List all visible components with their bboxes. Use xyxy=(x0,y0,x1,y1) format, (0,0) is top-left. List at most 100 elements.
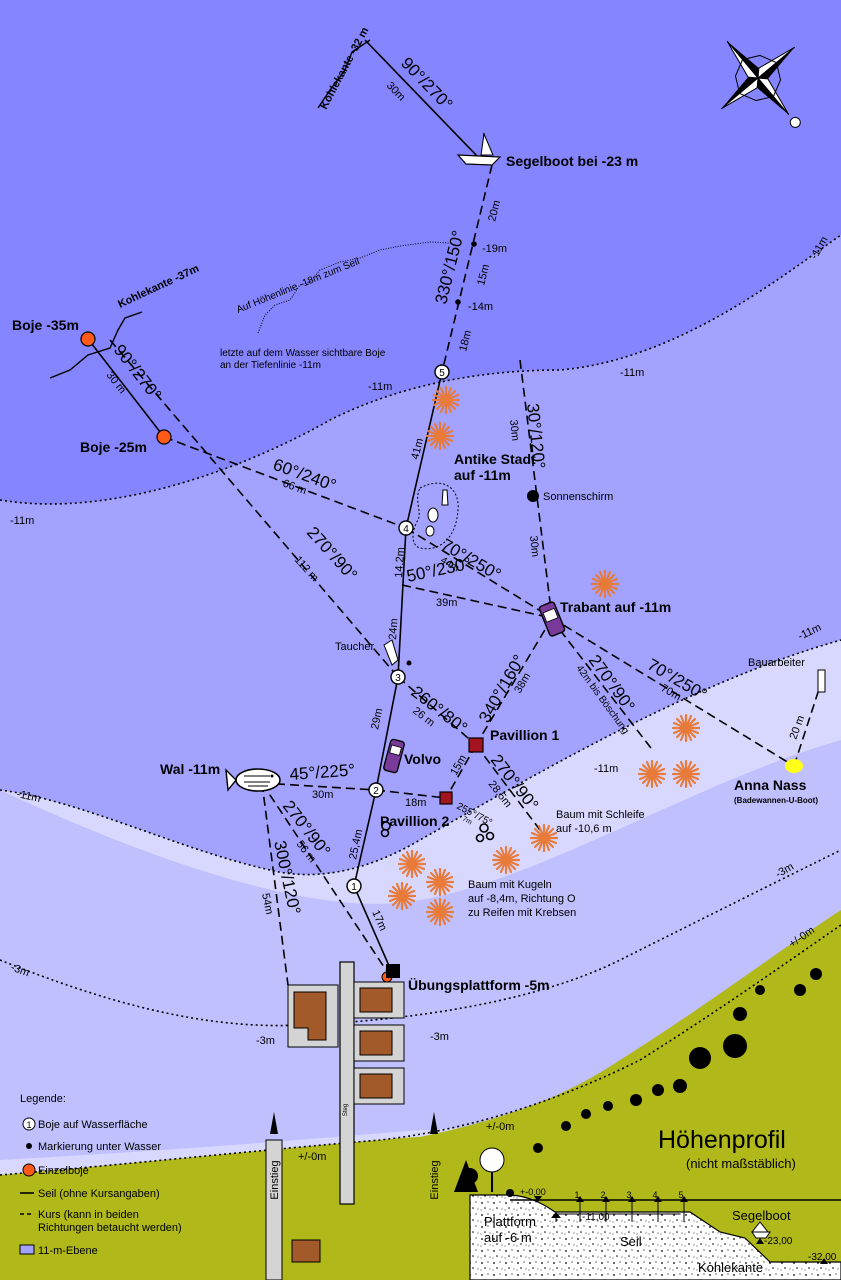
stadt-ruin xyxy=(427,507,439,523)
svg-text:3: 3 xyxy=(395,673,401,684)
depth-label: -11m xyxy=(620,367,644,379)
segelboot-label: Segelboot bei -23 m xyxy=(506,153,638,169)
buoy-3: 3 xyxy=(390,669,406,685)
rope-segelboot-to-kohlekante xyxy=(364,39,479,158)
legend-level: 11-m-Ebene xyxy=(38,1245,98,1257)
course-wal-to-platform xyxy=(261,782,387,971)
anna-nass-submarine-icon xyxy=(785,759,803,773)
svg-text:5: 5 xyxy=(678,1190,683,1200)
tree-icon xyxy=(479,1147,505,1192)
coal-edge-37 xyxy=(49,311,143,379)
depth-label: -11m xyxy=(368,381,392,393)
buoy-4: 4 xyxy=(398,520,414,536)
coral-tree xyxy=(431,385,461,415)
course-anna-to-bauarbeiter xyxy=(793,679,823,767)
depth-label: -11m xyxy=(15,788,41,805)
tire-icons xyxy=(380,821,495,843)
dist-14-2m: 14,2m xyxy=(393,547,407,578)
taucher-label: Taucher xyxy=(335,641,374,653)
contour-11m-lower xyxy=(0,639,841,876)
coral-tree xyxy=(425,897,455,927)
legend-course2: Richtungen betaucht werden) xyxy=(38,1222,182,1234)
svg-text:1: 1 xyxy=(26,1120,31,1130)
dist-41m: 41m xyxy=(409,437,426,461)
legend-marker: Markierung unter Wasser xyxy=(38,1141,161,1153)
profile-plattform-2: auf -6 m xyxy=(484,1230,532,1245)
marker-14-label: -14m xyxy=(468,301,493,313)
einstieg-right-label: Einstieg xyxy=(429,1160,441,1199)
coral-tree xyxy=(529,823,559,853)
dist-7m: 7m xyxy=(461,816,473,827)
pavillion2-label: Pavillion 2 xyxy=(380,813,449,829)
profile-m11: -11,00 xyxy=(582,1212,610,1223)
height-profile xyxy=(510,1196,841,1264)
profile-title: Höhenprofil xyxy=(658,1126,786,1154)
profile-gravel xyxy=(469,1194,841,1280)
svg-text:2: 2 xyxy=(373,786,379,797)
course-boje35-to-3 xyxy=(109,339,399,678)
course-4-to-trabant xyxy=(405,527,553,619)
course-39-to-trabant xyxy=(401,584,553,619)
coral-tree xyxy=(425,421,455,451)
depth-label: +/-0m xyxy=(486,1121,514,1133)
coral-tree xyxy=(425,867,455,897)
buoy-1: 1 xyxy=(346,878,362,894)
depth-label: -3m xyxy=(256,1035,275,1047)
construction-worker-icon xyxy=(817,669,826,693)
steg-label: Steg xyxy=(343,1104,349,1116)
ropes xyxy=(87,39,479,969)
course-trabant-to-boeschung xyxy=(559,629,655,753)
svg-text:4: 4 xyxy=(652,1190,657,1200)
legend-buoy: Boje auf Wasserfläche xyxy=(38,1119,148,1131)
coral-tree xyxy=(590,569,620,599)
volvo-car-icon xyxy=(383,738,405,774)
trabant-car-icon xyxy=(538,601,566,637)
legend-single: Einzelboje xyxy=(38,1165,89,1177)
boje25-label: Boje -25m xyxy=(80,439,147,455)
pavillion1-label: Pavillion 1 xyxy=(490,727,559,743)
einstieg-right xyxy=(430,1112,438,1134)
einstieg-left xyxy=(265,1112,321,1280)
height-line-18m xyxy=(257,241,451,334)
pavillion2-icon xyxy=(439,791,453,805)
dist-20m: 20m xyxy=(486,199,503,223)
buoy-5: 5 xyxy=(434,364,450,380)
dist-18m-pav2: 18m xyxy=(405,797,426,809)
course-wal-to-2 xyxy=(261,782,377,791)
baum-kugeln-label-3: zu Reifen mit Krebsen xyxy=(468,907,576,919)
rope-boje25-to-boje35 xyxy=(87,338,165,438)
antike-stadt-label-1: Antike Stadt xyxy=(454,451,536,467)
course-pav1-to-baum xyxy=(475,744,541,831)
course-trabant-to-pav1 xyxy=(475,617,553,746)
legend-title: Legende: xyxy=(20,1093,66,1105)
baum-schleife-label-2: auf -10,6 m xyxy=(556,823,612,835)
boje35-label: Boje -35m xyxy=(12,317,79,333)
course-top-to-trabant xyxy=(519,359,553,619)
coral-tree xyxy=(397,849,427,879)
profile-m32: -32,00 xyxy=(808,1252,837,1263)
buoy-2: 2 xyxy=(368,782,384,798)
anna-nass-sublabel: (Badewannen-U-Boot) xyxy=(734,796,818,805)
profile-segelboot: Segelboot xyxy=(732,1208,791,1223)
profile-m23: -23,00 xyxy=(764,1236,793,1247)
deep-water-zone xyxy=(0,0,841,504)
zone-minus-3m xyxy=(0,850,841,1160)
boje25-icon xyxy=(156,429,172,445)
legend: Legende: 1 Boje auf Wasserfläche Markier… xyxy=(19,1093,182,1257)
svg-text:1: 1 xyxy=(574,1190,579,1200)
rope-1-to-platform xyxy=(353,885,391,969)
dist-54m: 54m xyxy=(259,892,275,915)
diver-icon xyxy=(383,639,412,666)
dist-30m-mid: 30m xyxy=(507,419,521,442)
coral-tree xyxy=(637,759,667,789)
depth-label: -11m xyxy=(594,763,618,775)
steg-structure xyxy=(287,961,405,1205)
svg-text:3: 3 xyxy=(626,1190,631,1200)
rope-5-to-4 xyxy=(405,371,443,529)
contour-11m-upper xyxy=(0,234,841,505)
course-2-to-pav2 xyxy=(375,789,447,799)
coral-tree xyxy=(491,845,521,875)
fir-tree-icon xyxy=(454,1160,478,1192)
baum-kugeln-label-1: Baum mit Kugeln xyxy=(468,879,552,891)
profile-plattform-1: Plattform xyxy=(484,1214,536,1229)
